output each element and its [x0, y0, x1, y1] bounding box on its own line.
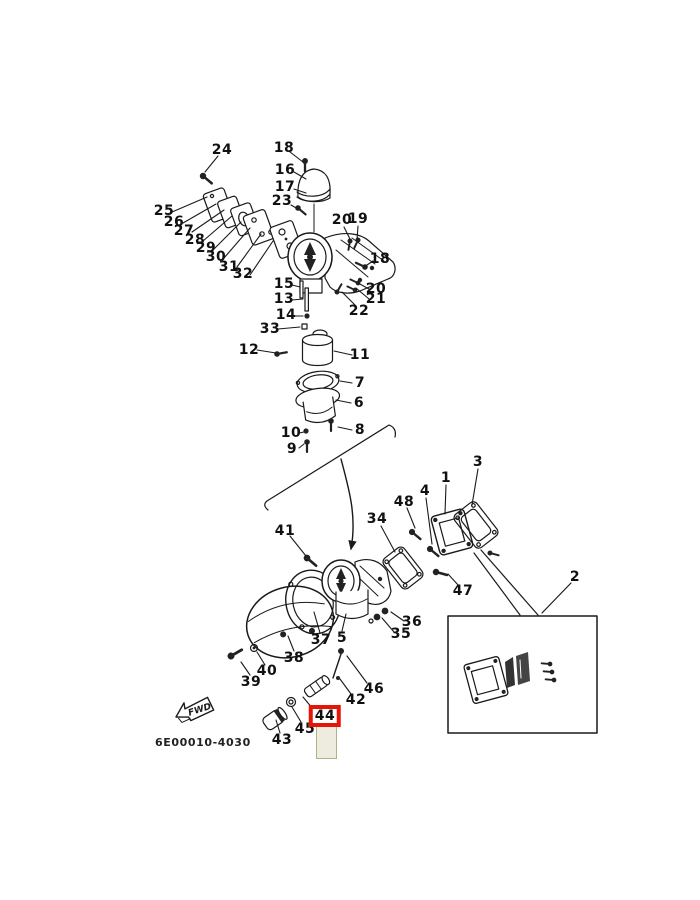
- part-label-2[interactable]: 2: [569, 569, 581, 585]
- part-label-36[interactable]: 36: [401, 614, 423, 630]
- part-label-41[interactable]: 41: [274, 523, 296, 539]
- part-label-35[interactable]: 35: [390, 626, 412, 642]
- part-label-43[interactable]: 43: [271, 732, 293, 748]
- part-label-27[interactable]: 27: [173, 223, 195, 239]
- part-label-1[interactable]: 1: [440, 470, 452, 486]
- part-label-10[interactable]: 10: [280, 425, 302, 441]
- part-label-19[interactable]: 19: [347, 211, 369, 227]
- reed-valve-detail-box: [447, 582, 598, 734]
- part-label-3[interactable]: 3: [472, 454, 484, 470]
- part-label-21[interactable]: 21: [365, 291, 387, 307]
- part-label-47[interactable]: 47: [452, 583, 474, 599]
- part-label-9[interactable]: 9: [286, 441, 298, 457]
- part-label-29[interactable]: 29: [195, 240, 217, 256]
- part-label-18[interactable]: 18: [369, 251, 391, 267]
- fwd-arrow: FWD: [175, 696, 215, 723]
- leader-lines: [171, 151, 479, 734]
- part-label-38[interactable]: 38: [283, 650, 305, 666]
- part-label-30[interactable]: 30: [205, 249, 227, 265]
- part-label-7[interactable]: 7: [354, 375, 366, 391]
- part-label-12[interactable]: 12: [238, 342, 260, 358]
- reed-valve-cluster: [382, 501, 539, 616]
- part-label-39[interactable]: 39: [240, 674, 262, 690]
- part-label-34[interactable]: 34: [366, 511, 388, 527]
- part-label-17[interactable]: 17: [274, 179, 296, 195]
- part-label-28[interactable]: 28: [184, 232, 206, 248]
- part-label-37[interactable]: 37: [310, 632, 332, 648]
- part-label-15[interactable]: 15: [273, 276, 295, 292]
- part-label-13[interactable]: 13: [273, 291, 295, 307]
- part-label-44-highlighted[interactable]: 44: [308, 705, 342, 727]
- part-label-5[interactable]: 5: [336, 630, 348, 646]
- part-label-33[interactable]: 33: [259, 321, 281, 337]
- part-label-4[interactable]: 4: [419, 483, 431, 499]
- part-label-32[interactable]: 32: [232, 266, 254, 282]
- part-label-24[interactable]: 24: [211, 142, 233, 158]
- part-label-18[interactable]: 18: [273, 140, 295, 156]
- part-label-40[interactable]: 40: [256, 663, 278, 679]
- part-label-16[interactable]: 16: [274, 162, 296, 178]
- part-label-22[interactable]: 22: [348, 303, 370, 319]
- part-label-14[interactable]: 14: [275, 307, 297, 323]
- part-label-11[interactable]: 11: [349, 347, 371, 363]
- part-label-48[interactable]: 48: [393, 494, 415, 510]
- part-label-20[interactable]: 20: [365, 281, 387, 297]
- top-carburetor-assembly: [197, 157, 396, 454]
- highlight-strip: [316, 725, 337, 759]
- part-label-23[interactable]: 23: [271, 193, 293, 209]
- assembly-connectors: [264, 424, 396, 551]
- part-label-8[interactable]: 8: [354, 422, 366, 438]
- part-label-6[interactable]: 6: [353, 395, 365, 411]
- diagram-code: 6E00010-4030: [155, 736, 251, 749]
- part-label-31[interactable]: 31: [218, 259, 240, 275]
- part-label-26[interactable]: 26: [163, 214, 185, 230]
- part-label-42[interactable]: 42: [345, 692, 367, 708]
- part-label-46[interactable]: 46: [363, 681, 385, 697]
- part-label-25[interactable]: 25: [153, 203, 175, 219]
- part-label-20[interactable]: 20: [331, 212, 353, 228]
